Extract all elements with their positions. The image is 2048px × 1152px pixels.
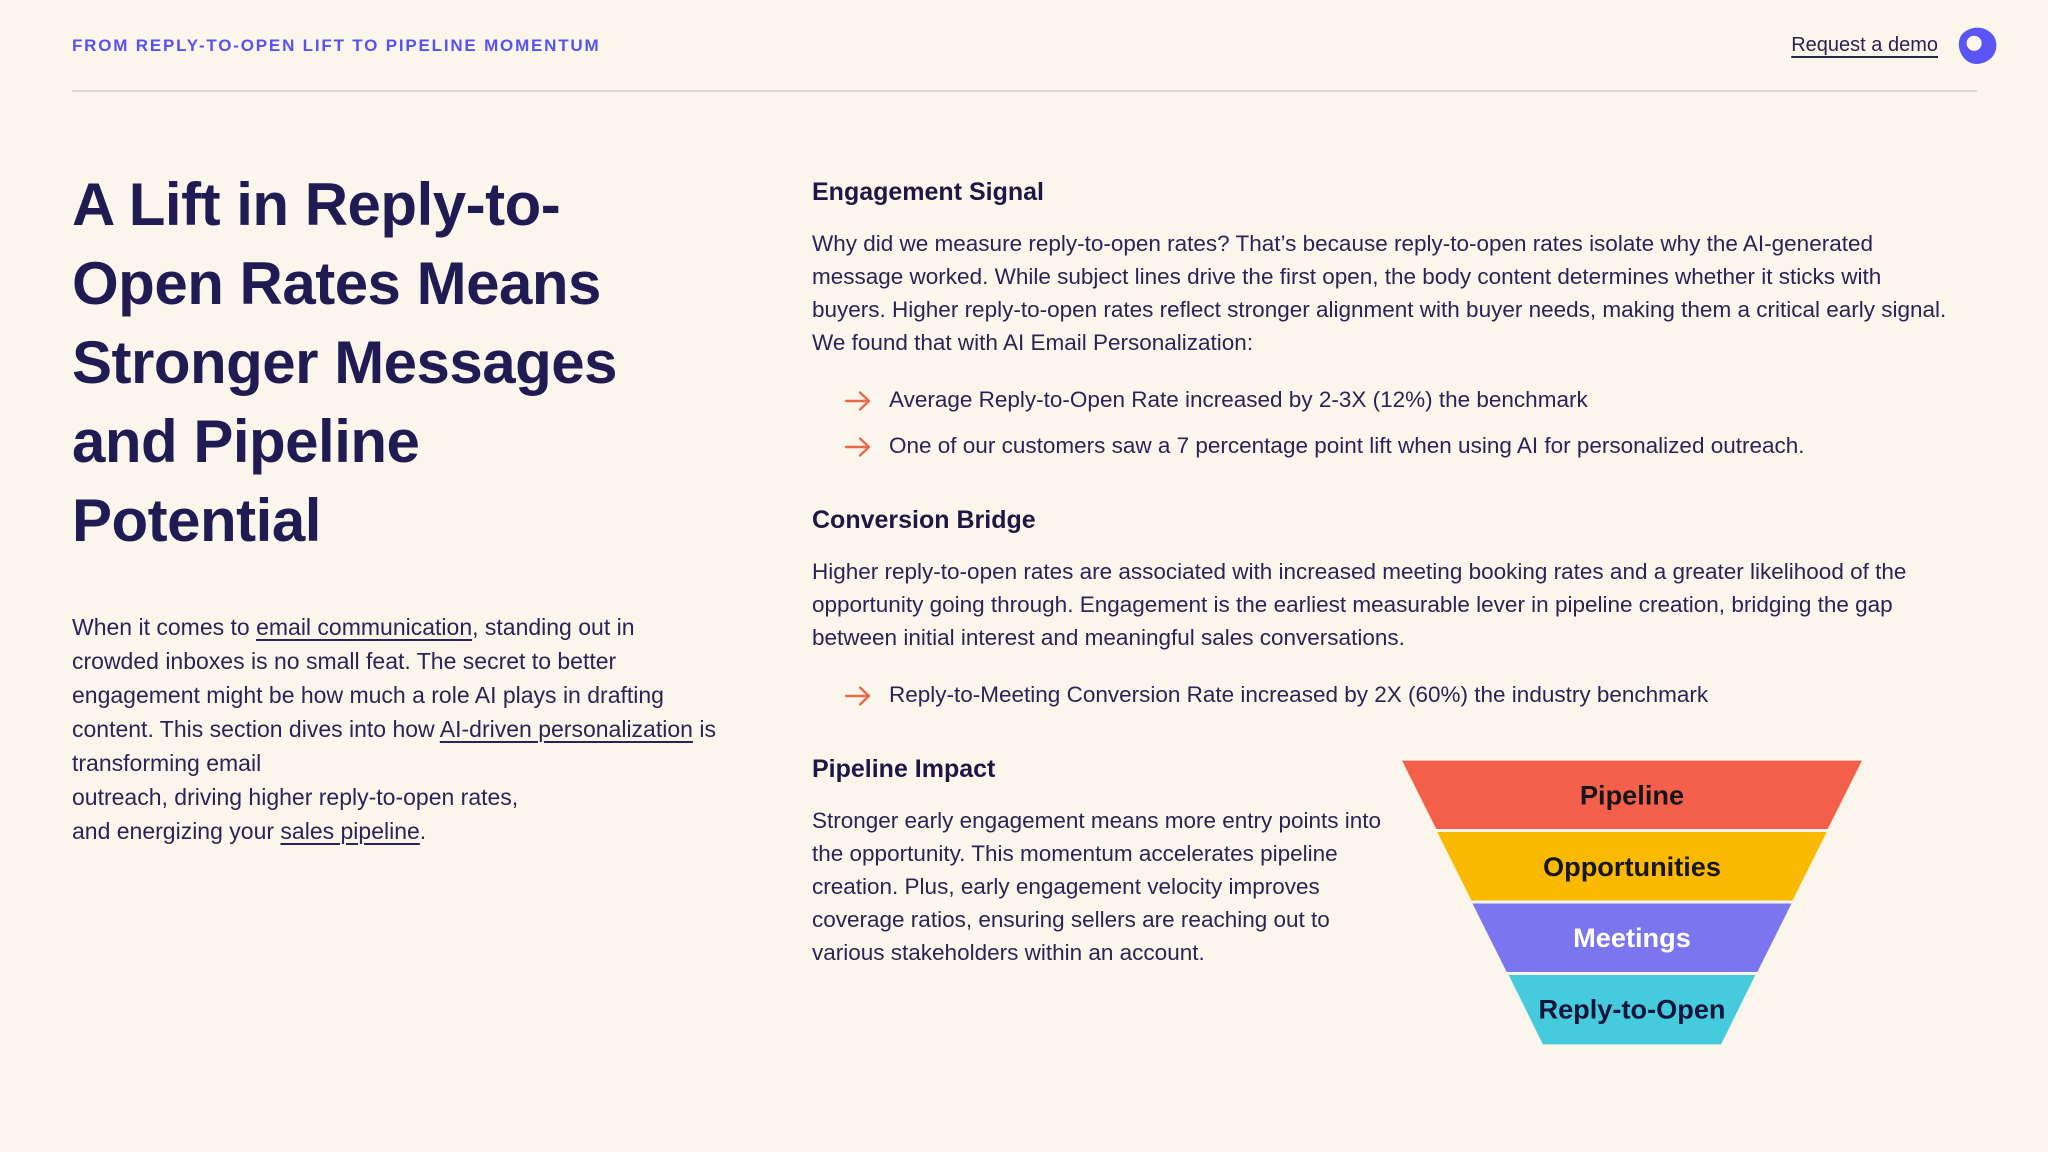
intro-paragraph: When it comes to email communication, st… — [72, 610, 722, 848]
funnel-segment-reply-to-open — [1508, 974, 1756, 1045]
bullet-text: Reply-to-Meeting Conversion Rate increas… — [889, 682, 1709, 707]
conversion-bullets: Reply-to-Meeting Conversion Rate increas… — [812, 678, 1957, 711]
section-heading-pipeline: Pipeline Impact — [812, 755, 996, 783]
hero-column: A Lift in Reply-to- Open Rates Means Str… — [72, 165, 722, 848]
header-divider — [72, 90, 1977, 92]
section-conversion: Conversion Bridge Higher reply-to-open r… — [812, 506, 1957, 711]
pipeline-impact-text: Pipeline Impact Stronger early engagemen… — [812, 755, 1397, 969]
intro-text: When it comes to — [72, 614, 257, 640]
bullet-text: One of our customers saw a 7 percentage … — [889, 433, 1805, 458]
funnel-chart: Pipeline Opportunities Meetings Reply-to… — [1402, 760, 1862, 1050]
arrow-right-icon — [844, 686, 871, 706]
section-pipeline-impact: Pipeline Impact Stronger early engagemen… — [812, 755, 1957, 1050]
bullet-item: Reply-to-Meeting Conversion Rate increas… — [812, 678, 1957, 711]
brand-logo-icon[interactable] — [1956, 25, 1998, 67]
funnel-label: Meetings — [1573, 922, 1691, 953]
inline-link[interactable]: AI-driven personalization — [439, 716, 693, 742]
arrow-right-icon — [844, 391, 871, 411]
bullet-item: Average Reply-to-Open Rate increased by … — [812, 383, 1957, 416]
page-header: FROM REPLY-TO-OPEN LIFT TO PIPELINE MOME… — [0, 0, 2048, 91]
section-engagement: Engagement Signal Why did we measure rep… — [812, 178, 1957, 462]
funnel-label: Pipeline — [1580, 779, 1684, 810]
eyebrow-label: FROM REPLY-TO-OPEN LIFT TO PIPELINE MOME… — [72, 35, 601, 55]
page-title: A Lift in Reply-to- Open Rates Means Str… — [72, 171, 618, 554]
arrow-right-icon — [844, 437, 871, 457]
inline-link[interactable]: sales pipeline — [280, 818, 420, 844]
section-heading-engagement: Engagement Signal — [812, 178, 1044, 206]
engagement-bullets: Average Reply-to-Open Rate increased by … — [812, 383, 1957, 462]
funnel-label: Reply-to-Open — [1538, 994, 1725, 1025]
section-body-engagement: Why did we measure reply-to-open rates? … — [812, 231, 1947, 355]
bullet-item: One of our customers saw a 7 percentage … — [812, 429, 1957, 462]
header-actions: Request a demo — [1791, 25, 1998, 67]
request-demo-link[interactable]: Request a demo — [1791, 34, 1938, 56]
funnel-segment-meetings — [1472, 903, 1792, 972]
section-body-pipeline: Stronger early engagement means more ent… — [812, 808, 1382, 965]
inline-link[interactable]: email communication — [256, 614, 473, 640]
content-column: Engagement Signal Why did we measure rep… — [812, 178, 1957, 1050]
funnel-label: Opportunities — [1543, 851, 1721, 882]
section-body-conversion: Higher reply-to-open rates are associate… — [812, 559, 1907, 650]
section-heading-conversion: Conversion Bridge — [812, 506, 1036, 534]
intro-text: , standing out in crowded inboxes is no … — [72, 614, 664, 742]
funnel-segment-pipeline — [1402, 760, 1862, 830]
intro-text: is transforming email outreach, driving … — [72, 716, 716, 844]
funnel-segment-opportunities — [1437, 832, 1827, 901]
bullet-text: Average Reply-to-Open Rate increased by … — [889, 387, 1588, 412]
intro-text: . — [419, 818, 427, 844]
